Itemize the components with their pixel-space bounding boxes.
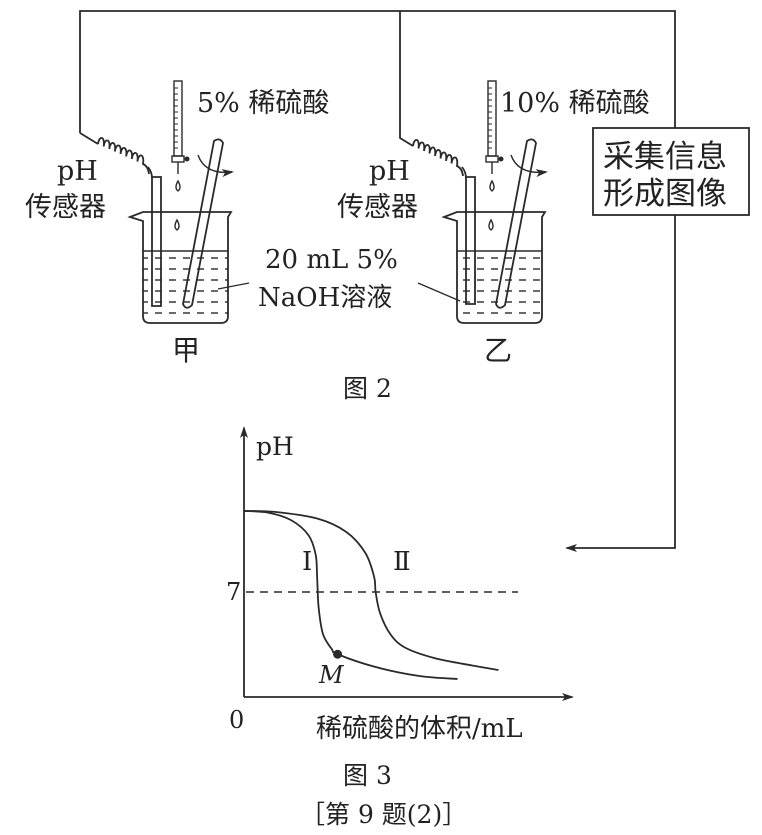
figure-2-caption: 图 2 — [343, 374, 392, 403]
series-line-2 — [243, 510, 499, 671]
right-sensor-label-ph: pH — [369, 156, 410, 187]
coil-wire — [412, 139, 464, 177]
point-m-label: M — [318, 661, 345, 689]
right-acid-label: 10% 稀硫酸 — [500, 88, 650, 119]
drop-icon — [175, 179, 181, 192]
figure-3-caption: 图 3 — [343, 761, 392, 790]
stir-arrow-icon — [510, 154, 548, 178]
left-acid-label: 5% 稀硫酸 — [197, 88, 329, 119]
burette-icon — [485, 80, 504, 174]
ph-titration-chart: pH 7 0 稀硫酸的体积/mL Ⅰ Ⅱ M — [226, 426, 574, 744]
glass-rod-icon — [495, 138, 537, 309]
point-m-marker — [333, 649, 343, 659]
series-label-2: Ⅱ — [393, 547, 411, 577]
problem-reference: ［第 9 题(2)］ — [300, 800, 467, 829]
naoh-solution — [143, 251, 228, 321]
box-to-graph-wire — [565, 215, 676, 552]
top-wire — [79, 10, 676, 133]
setup-jia — [97, 80, 250, 324]
beaker-icon — [441, 211, 547, 324]
series-label-1: Ⅰ — [302, 547, 312, 577]
drop-icon — [489, 179, 495, 192]
beaker-icon — [127, 211, 233, 324]
right-sensor-label: 传感器 — [337, 192, 418, 223]
y-tick-label-7: 7 — [226, 578, 241, 606]
right-wire — [399, 11, 414, 147]
burette-icon — [171, 80, 190, 174]
setup-yi-label: 乙 — [484, 334, 512, 367]
glass-rod-icon — [182, 138, 224, 309]
series-line-1 — [243, 510, 458, 680]
origin-label: 0 — [229, 706, 244, 734]
solution-label-volume: 20 mL 5% — [265, 245, 398, 275]
collector-box-line2: 形成图像 — [603, 176, 727, 212]
left-sensor-label: 传感器 — [25, 192, 106, 223]
setup-yi — [412, 80, 548, 324]
y-axis-label: pH — [256, 432, 294, 461]
left-sensor-label-ph: pH — [57, 156, 98, 187]
sensor-coil-icon — [97, 137, 150, 175]
coil-wire — [97, 137, 150, 175]
stir-arrow-icon — [197, 154, 234, 178]
drop-icon — [174, 218, 180, 231]
left-wire-diagonal — [79, 132, 99, 145]
drop-icon — [488, 218, 494, 231]
collector-box-line1: 采集信息 — [603, 139, 727, 175]
sensor-coil-icon — [412, 139, 464, 177]
x-axis-label: 稀硫酸的体积/mL — [316, 714, 523, 744]
solution-label-name: NaOH溶液 — [258, 283, 392, 313]
setup-jia-label: 甲 — [172, 334, 200, 367]
data-collector-box — [592, 127, 750, 216]
data-cable — [79, 10, 676, 552]
